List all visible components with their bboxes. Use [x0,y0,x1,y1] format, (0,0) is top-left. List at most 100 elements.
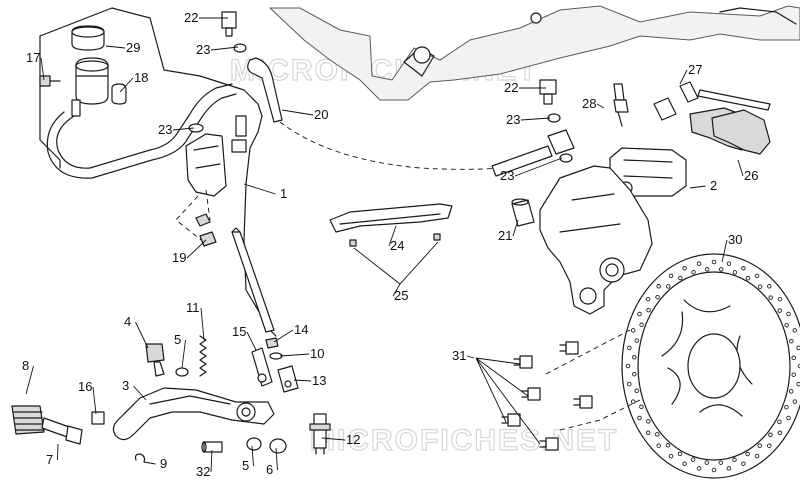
disc-hole [754,453,760,459]
brake-pads [689,107,771,155]
leader-line-9 [143,461,156,465]
part-label-28: 28 [582,96,596,111]
disc-hole [792,328,798,333]
leader-line-15 [246,331,257,351]
part-label-15: 15 [232,324,246,339]
disc-bolts [501,341,593,451]
part-label-23d: 23 [500,168,514,183]
brake-disc [621,253,800,479]
leader-line-11 [200,307,205,341]
disc-hole [784,322,789,328]
disc-hole [625,363,631,369]
part-label-22a: 22 [184,10,198,25]
part-label-27: 27 [688,62,702,77]
disc-hole [791,372,796,377]
disc-hole [788,389,794,394]
disc-hole [777,296,783,302]
part-label-3: 3 [122,378,129,393]
rear-master-cylinder [185,115,247,197]
disc-hole [645,430,651,436]
disc-hole [632,371,637,377]
disc-hole [637,311,642,317]
disc-hole [690,457,696,462]
leader-line-7 [57,443,59,461]
part-label-23c: 23 [506,112,520,127]
brake-light-switch [309,413,331,455]
leader-line-8 [25,365,34,395]
bushing [201,441,223,453]
leader-line-23b [172,127,195,131]
screw-16 [91,411,105,425]
leader-line-32 [210,449,213,473]
reservoir-screw [39,75,61,87]
part-label-6: 6 [266,462,273,477]
leader-line-23c [520,117,551,121]
part-label-8: 8 [22,358,29,373]
disc-hole [786,311,791,317]
leader-line-4 [135,321,149,349]
mounting-screws-19 [195,213,217,247]
part-label-18: 18 [134,70,148,85]
disc-hole [682,266,687,271]
part-label-5a: 5 [174,332,181,347]
disc-hole [726,261,732,266]
part-label-30: 30 [728,232,742,247]
clevis-13 [277,365,299,393]
leader-line-25 [392,283,401,297]
disc-hole [784,404,789,410]
leader-line-5b [251,445,254,467]
leader-line-12 [321,437,346,441]
part-label-26: 26 [744,168,758,183]
disc-hole [639,404,644,410]
circlip [134,453,146,463]
part-label-5b: 5 [242,458,249,473]
part-label-14: 14 [294,322,308,337]
brake-hose-rear [247,57,575,177]
disc-bolt-pattern-guide [545,329,641,431]
part-label-19: 19 [172,250,186,265]
leader-line-30 [721,239,728,263]
banjo-bolt-top [221,11,237,37]
clevis-15 [251,347,273,387]
disc-hole [711,259,717,265]
disc-hole [646,419,651,424]
leader-line-2 [689,185,706,189]
leader-line-17 [40,57,45,81]
disc-hole [655,432,660,437]
part-label-12: 12 [346,432,360,447]
part-label-2: 2 [710,178,717,193]
disc-hole [777,419,782,425]
disc-bolt [559,341,579,355]
disc-hole [668,453,674,459]
leader-line-27 [679,69,688,85]
brake-fluid-reservoir [71,57,109,117]
leader-line-26 [737,159,744,177]
reservoir-cap [71,25,105,51]
leader-lines [25,17,744,473]
leader-line-23d [514,157,563,177]
pedal-rubber [11,405,45,435]
leader-line-1 [243,183,276,195]
leader-line-31 [466,355,475,359]
leader-31-fan [475,357,541,445]
return-spring [199,335,207,377]
disc-hole [767,443,772,448]
pedal-pin [41,417,83,445]
part-label-7: 7 [46,452,53,467]
bleed-valve [613,83,629,127]
disc-hole [704,460,710,465]
disc-hole [678,275,683,281]
part-label-29: 29 [126,40,140,55]
disc-hole [718,460,724,465]
disc-hole [668,273,674,279]
disc-hole [656,284,661,289]
disc-bolt [501,413,521,427]
washer-23d [559,153,573,163]
disc-hole [645,296,651,302]
leader-line-29 [105,45,126,49]
leader-line-6 [275,447,278,471]
part-label-31: 31 [452,348,466,363]
part-label-23a: 23 [196,42,210,57]
disc-hole [639,322,644,328]
disc-hole [696,261,702,266]
